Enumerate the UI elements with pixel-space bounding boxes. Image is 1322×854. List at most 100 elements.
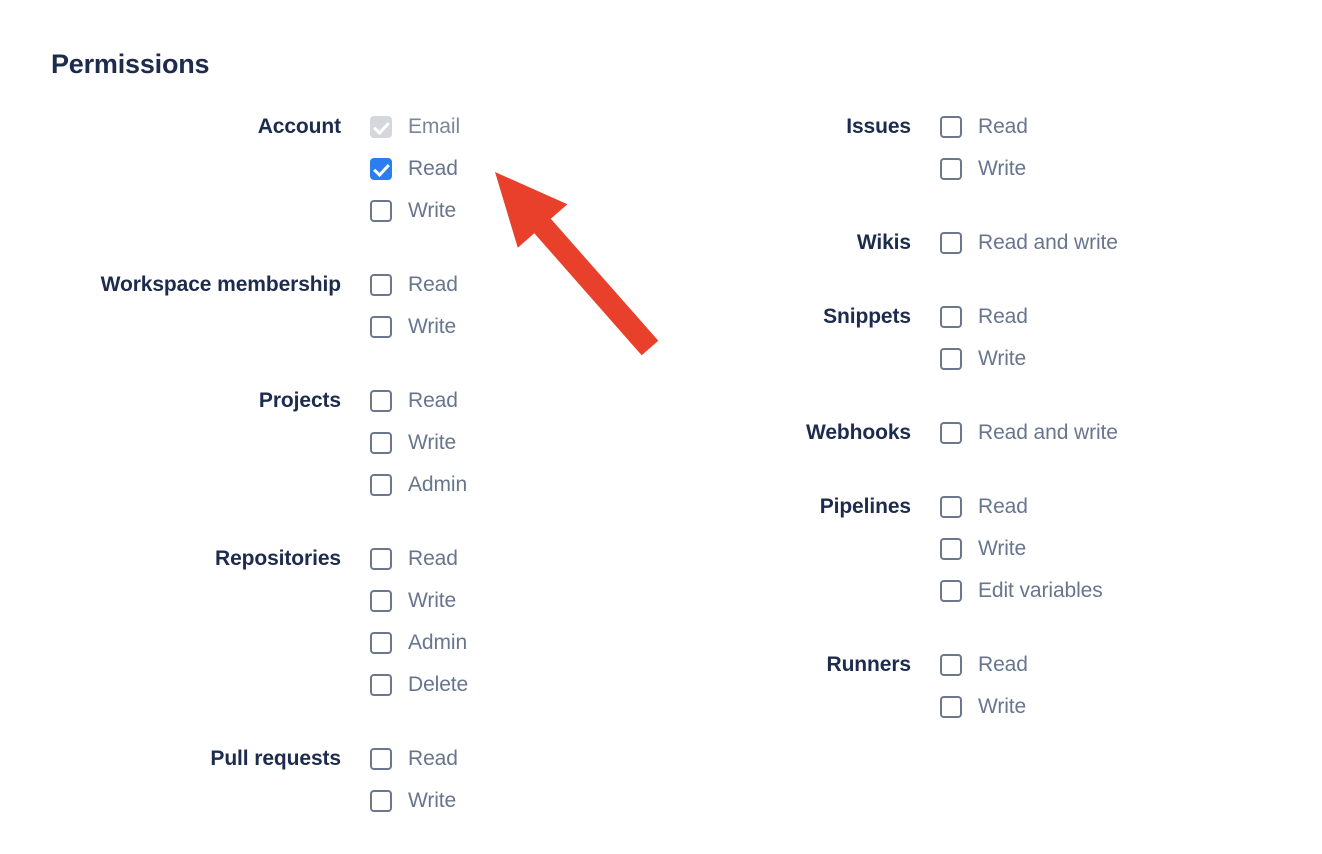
permission-group-label: Wikis [856, 231, 911, 254]
permission-option-snippets-write[interactable]: Write [940, 338, 1028, 380]
permission-group-label: Projects [258, 389, 341, 412]
checkbox-icon[interactable] [370, 274, 392, 296]
permission-option-runners-write[interactable]: Write [940, 686, 1028, 728]
permission-option-runners-read[interactable]: Read [940, 644, 1028, 686]
permission-option-label: Read [978, 115, 1028, 138]
permission-option-label: Edit variables [978, 579, 1103, 602]
permission-option-label: Write [408, 315, 457, 338]
permission-option-label: Write [978, 347, 1027, 370]
checkbox-icon[interactable] [370, 474, 392, 496]
permission-option-account-write[interactable]: Write [370, 190, 460, 232]
permission-group-label: Pull requests [210, 747, 341, 770]
permission-group-label: Runners [826, 653, 912, 676]
permission-option-label: Read [978, 653, 1028, 676]
permission-options: Read and write [940, 222, 1118, 264]
permission-option-label: Write [978, 537, 1027, 560]
checkbox-icon[interactable] [370, 200, 392, 222]
checkbox-icon[interactable] [370, 548, 392, 570]
permission-option-label: Write [978, 157, 1027, 180]
checkbox-icon[interactable] [940, 422, 962, 444]
checkbox-icon[interactable] [370, 590, 392, 612]
checkbox-icon[interactable] [940, 232, 962, 254]
permission-option-label: Write [408, 431, 457, 454]
checkbox-icon[interactable] [370, 674, 392, 696]
permission-group-label: Issues [846, 115, 911, 138]
permission-option-label: Admin [408, 473, 468, 496]
permission-option-label: Write [978, 695, 1027, 718]
checkbox-icon[interactable] [940, 654, 962, 676]
permission-option-issues-write[interactable]: Write [940, 148, 1028, 190]
permission-option-label: Email [408, 115, 461, 138]
checkbox-icon[interactable] [940, 158, 962, 180]
permission-option-repositories-read[interactable]: Read [370, 538, 468, 580]
permission-option-label: Write [408, 589, 457, 612]
permission-option-account-email: Email [370, 106, 460, 148]
permission-option-label: Read [408, 157, 458, 180]
permission-option-repositories-delete[interactable]: Delete [370, 664, 468, 706]
permission-option-snippets-read[interactable]: Read [940, 296, 1028, 338]
permission-group-label: Webhooks [806, 421, 911, 444]
checkbox-icon[interactable] [370, 748, 392, 770]
permission-option-workspace-membership-read[interactable]: Read [370, 264, 458, 306]
permission-option-projects-write[interactable]: Write [370, 422, 467, 464]
checkbox-icon[interactable] [940, 538, 962, 560]
checkbox-icon [370, 116, 392, 138]
permission-option-repositories-write[interactable]: Write [370, 580, 468, 622]
permission-option-projects-read[interactable]: Read [370, 380, 467, 422]
page-title: Permissions [51, 49, 210, 79]
permission-option-issues-read[interactable]: Read [940, 106, 1028, 148]
permission-option-wikis-read-and-write[interactable]: Read and write [940, 222, 1118, 264]
permission-option-webhooks-read-and-write[interactable]: Read and write [940, 412, 1118, 454]
permission-option-workspace-membership-write[interactable]: Write [370, 306, 458, 348]
permission-group-label: Snippets [823, 305, 911, 328]
permission-option-label: Write [408, 789, 457, 812]
permission-option-pull-requests-write[interactable]: Write [370, 780, 458, 822]
checkbox-icon[interactable] [940, 116, 962, 138]
permission-option-repositories-admin[interactable]: Admin [370, 622, 468, 664]
permission-group-wikis: Wikis Read and write [570, 222, 1270, 264]
permission-option-label: Delete [408, 673, 469, 696]
checkbox-icon[interactable] [370, 316, 392, 338]
permission-option-label: Write [408, 199, 457, 222]
checkbox-icon[interactable] [940, 306, 962, 328]
permission-option-label: Read and write [978, 231, 1118, 254]
checkbox-icon[interactable] [370, 390, 392, 412]
permission-option-pipelines-write[interactable]: Write [940, 528, 1103, 570]
permission-group-label: Account [257, 115, 341, 138]
permission-group-label: Workspace membership [100, 273, 341, 296]
checkbox-icon[interactable] [940, 696, 962, 718]
permission-option-pipelines-read[interactable]: Read [940, 486, 1103, 528]
permission-option-projects-admin[interactable]: Admin [370, 464, 467, 506]
permission-option-account-read[interactable]: Read [370, 148, 460, 190]
checkbox-icon[interactable] [370, 158, 392, 180]
checkbox-icon[interactable] [370, 790, 392, 812]
checkbox-icon[interactable] [370, 632, 392, 654]
checkbox-icon[interactable] [940, 348, 962, 370]
permission-option-label: Read [408, 547, 458, 570]
permission-group-webhooks: Webhooks Read and write [570, 412, 1270, 454]
checkbox-icon[interactable] [370, 432, 392, 454]
checkbox-icon[interactable] [940, 580, 962, 602]
permission-option-pull-requests-read[interactable]: Read [370, 738, 458, 780]
permission-option-label: Admin [408, 631, 468, 654]
permission-option-pipelines-edit-variables[interactable]: Edit variables [940, 570, 1103, 612]
permission-option-label: Read [978, 305, 1028, 328]
checkbox-icon[interactable] [940, 496, 962, 518]
